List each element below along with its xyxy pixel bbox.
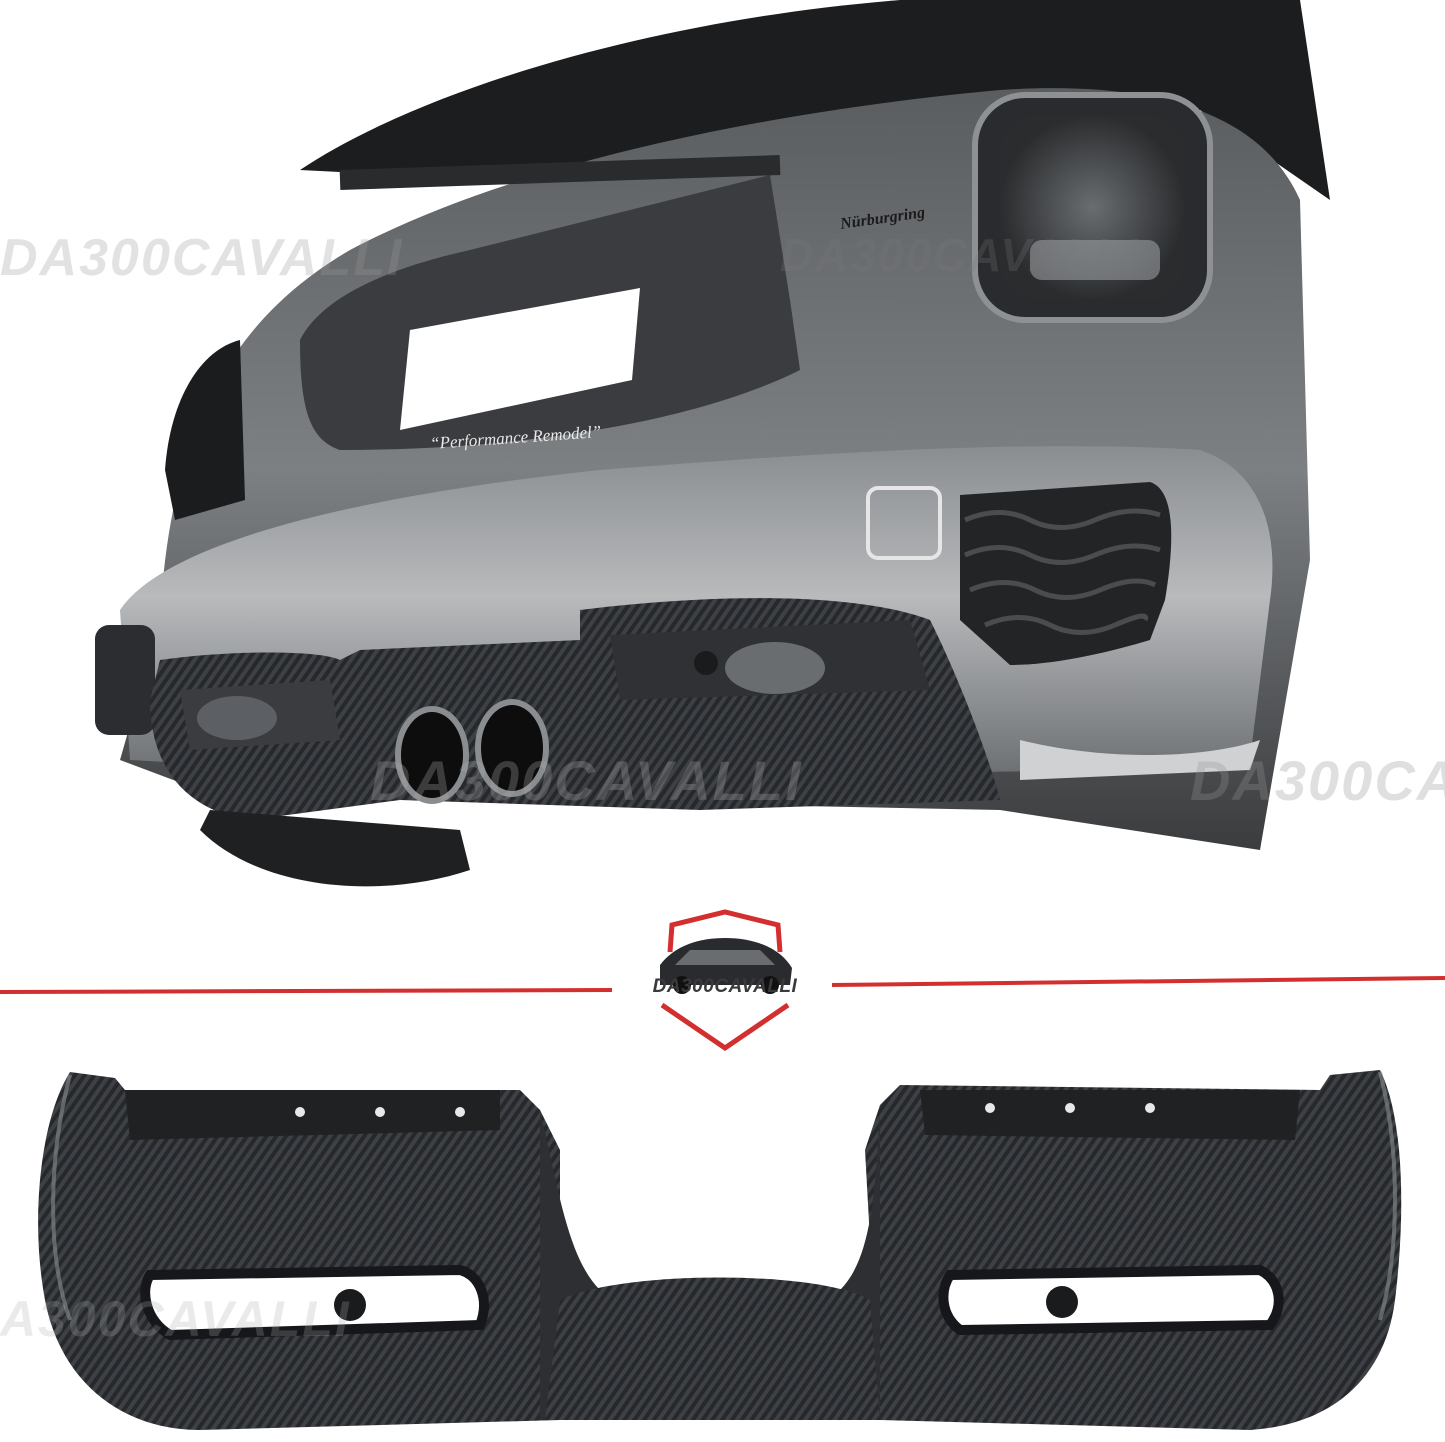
divider-left [0, 988, 613, 994]
diffuser-left-pod [38, 1072, 561, 1430]
exhaust-cutout-right [938, 1264, 1284, 1336]
watermark-middle-right: DA300CAVA [1190, 749, 1445, 812]
diffuser-right-pod [865, 1070, 1402, 1430]
car-shield-icon [660, 909, 792, 1052]
license-plate [400, 288, 640, 430]
diffuser-product [38, 1070, 1402, 1430]
watermark-bottom-left: A300CAVALLI [0, 1291, 351, 1347]
exhaust-cutout-left [140, 1264, 489, 1341]
watermark-middle: DA300CAVALLI [370, 749, 803, 812]
tail-light-left [165, 340, 245, 520]
watermark-top-left: DA300CAVALLI [0, 229, 404, 287]
divider-right [831, 976, 1445, 987]
brand-logo: DA300CAVALLI [620, 918, 830, 1058]
exhaust-tips [395, 699, 549, 804]
car-rear [95, 0, 1330, 887]
rear-tire [200, 810, 470, 887]
bumper-vent-left [95, 625, 155, 735]
car-roof [300, 0, 1330, 200]
watermark-top-right: DA300CAVALLI [780, 229, 1140, 281]
brand-logo-text: DA300CAVALLI [652, 976, 798, 997]
